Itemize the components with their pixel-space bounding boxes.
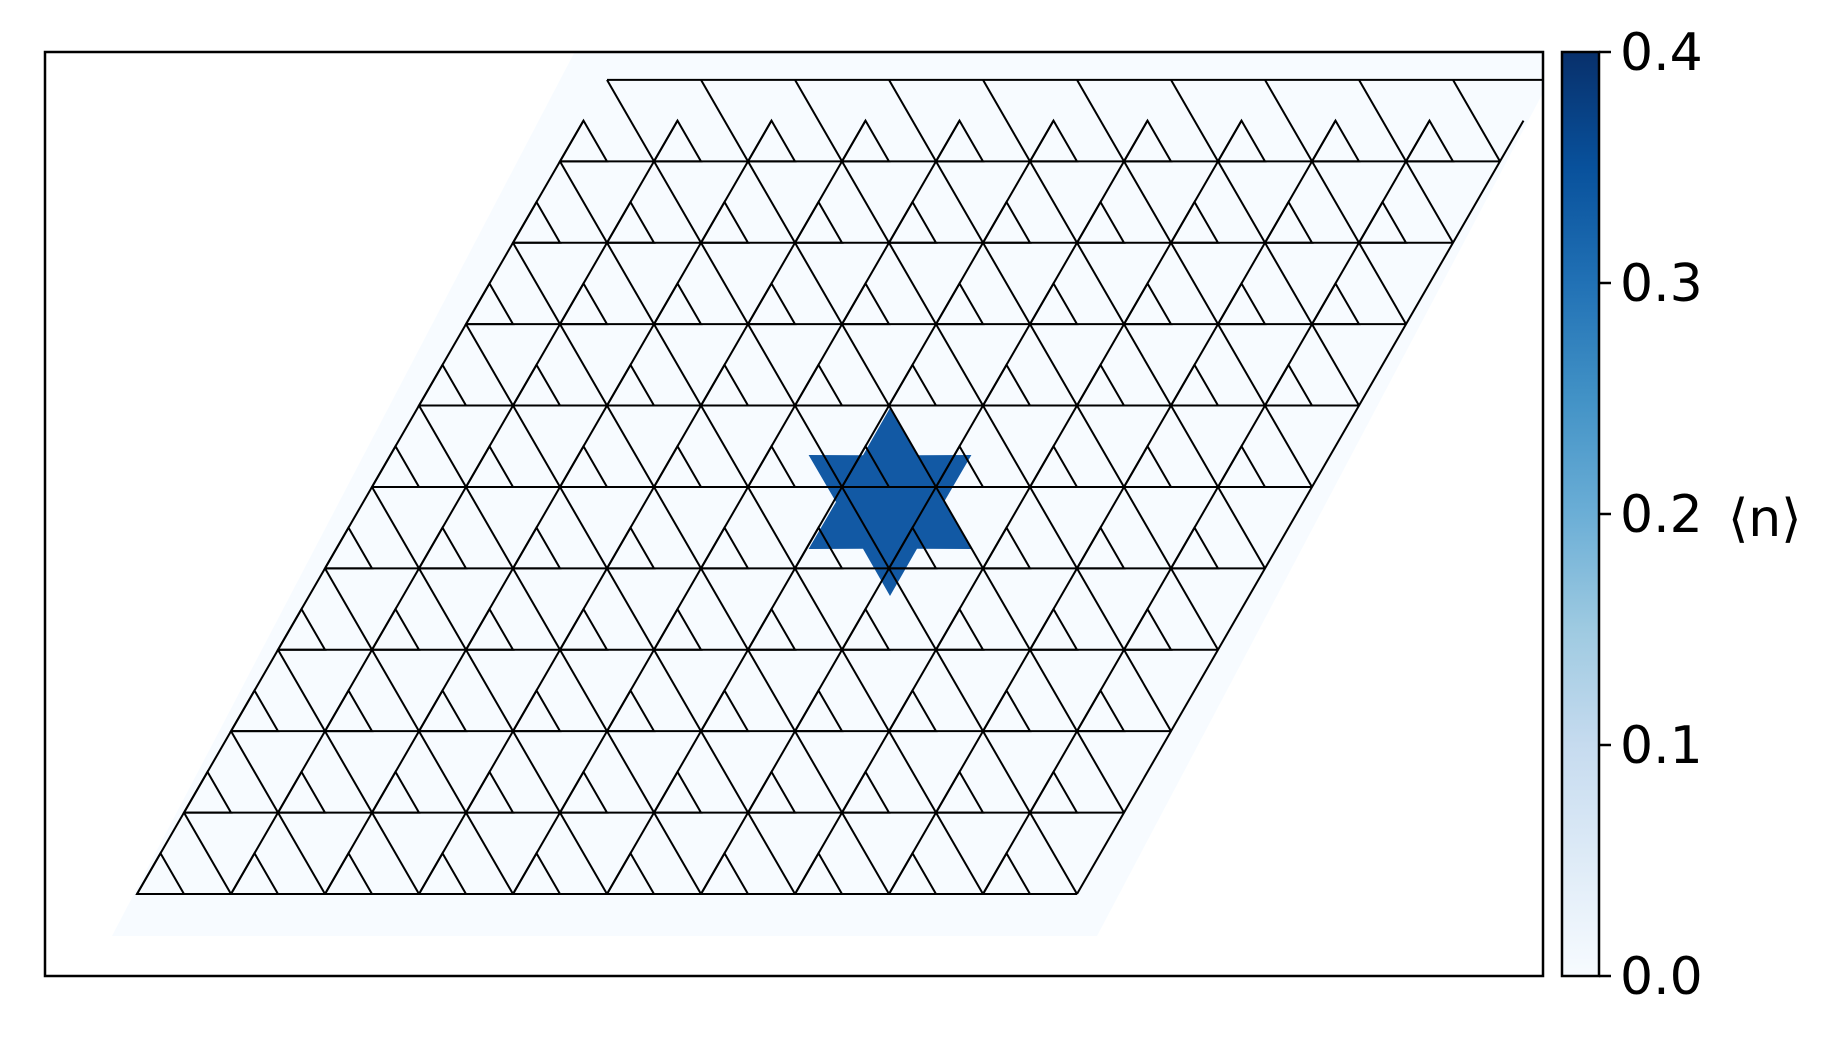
- density-layer: [112, 52, 1543, 936]
- colorbar-tick-label: 0.0: [1620, 947, 1703, 1007]
- colorbar-tick-label: 0.4: [1620, 23, 1703, 83]
- colorbar-label: ⟨n⟩: [1728, 489, 1802, 549]
- lattice-antidiag-line: [418, 405, 702, 895]
- colorbar-ticks: 0.0 0.1 0.2 0.3 0.4: [1599, 23, 1703, 1007]
- lattice-antidiag-line: [700, 79, 1125, 814]
- lattice-antidiag-line: [982, 79, 1266, 569]
- lattice-antidiag-line: [1452, 79, 1501, 162]
- colorbar-tick-label: 0.1: [1620, 716, 1703, 776]
- lattice-antidiag-line: [559, 160, 984, 895]
- lattice-diag-line: [606, 120, 1055, 895]
- lattice-antidiag-line: [324, 567, 514, 895]
- lattice-diag-line: [888, 120, 1337, 895]
- lattice-diag-line: [794, 120, 1243, 895]
- density-background: [112, 52, 1543, 936]
- lattice-antidiag-line: [888, 79, 1219, 651]
- lattice-antidiag-line: [606, 79, 1078, 895]
- lattice-antidiag-line: [465, 323, 796, 895]
- kagome-lattice: [135, 78, 1543, 895]
- plot-frame: [43, 50, 1545, 978]
- lattice-antidiag-line: [1170, 79, 1360, 407]
- lattice-diag-line: [700, 120, 1149, 895]
- colorbar-tick-label: 0.3: [1620, 254, 1703, 314]
- lattice-diag-line: [512, 120, 961, 895]
- lattice-diag-line: [324, 120, 773, 895]
- lattice-antidiag-line: [1264, 79, 1407, 325]
- lattice-antidiag-line: [1358, 79, 1454, 244]
- lattice-antidiag-line: [794, 79, 1172, 732]
- lattice-antidiag-line: [512, 242, 890, 895]
- lattice-antidiag-line: [277, 649, 420, 895]
- lattice-diag-line: [136, 120, 585, 895]
- lattice-antidiag-line: [183, 812, 232, 895]
- lattice-diag-line: [982, 120, 1431, 895]
- lattice-antidiag-line: [1076, 79, 1313, 488]
- colorbar-gradient: [1562, 52, 1599, 976]
- colorbar-tick-label: 0.2: [1620, 485, 1703, 545]
- plot-area: [43, 50, 1545, 978]
- lattice-diag-line: [230, 120, 679, 895]
- lattice-antidiag-line: [230, 730, 326, 895]
- lattice-antidiag-line: [371, 486, 608, 895]
- density-peak-cell: [808, 407, 972, 596]
- lattice-diag-line: [418, 120, 867, 895]
- lattice-diag-line: [1076, 120, 1525, 895]
- colorbar: 0.0 0.1 0.2 0.3 0.4 ⟨n⟩: [1560, 23, 1802, 1007]
